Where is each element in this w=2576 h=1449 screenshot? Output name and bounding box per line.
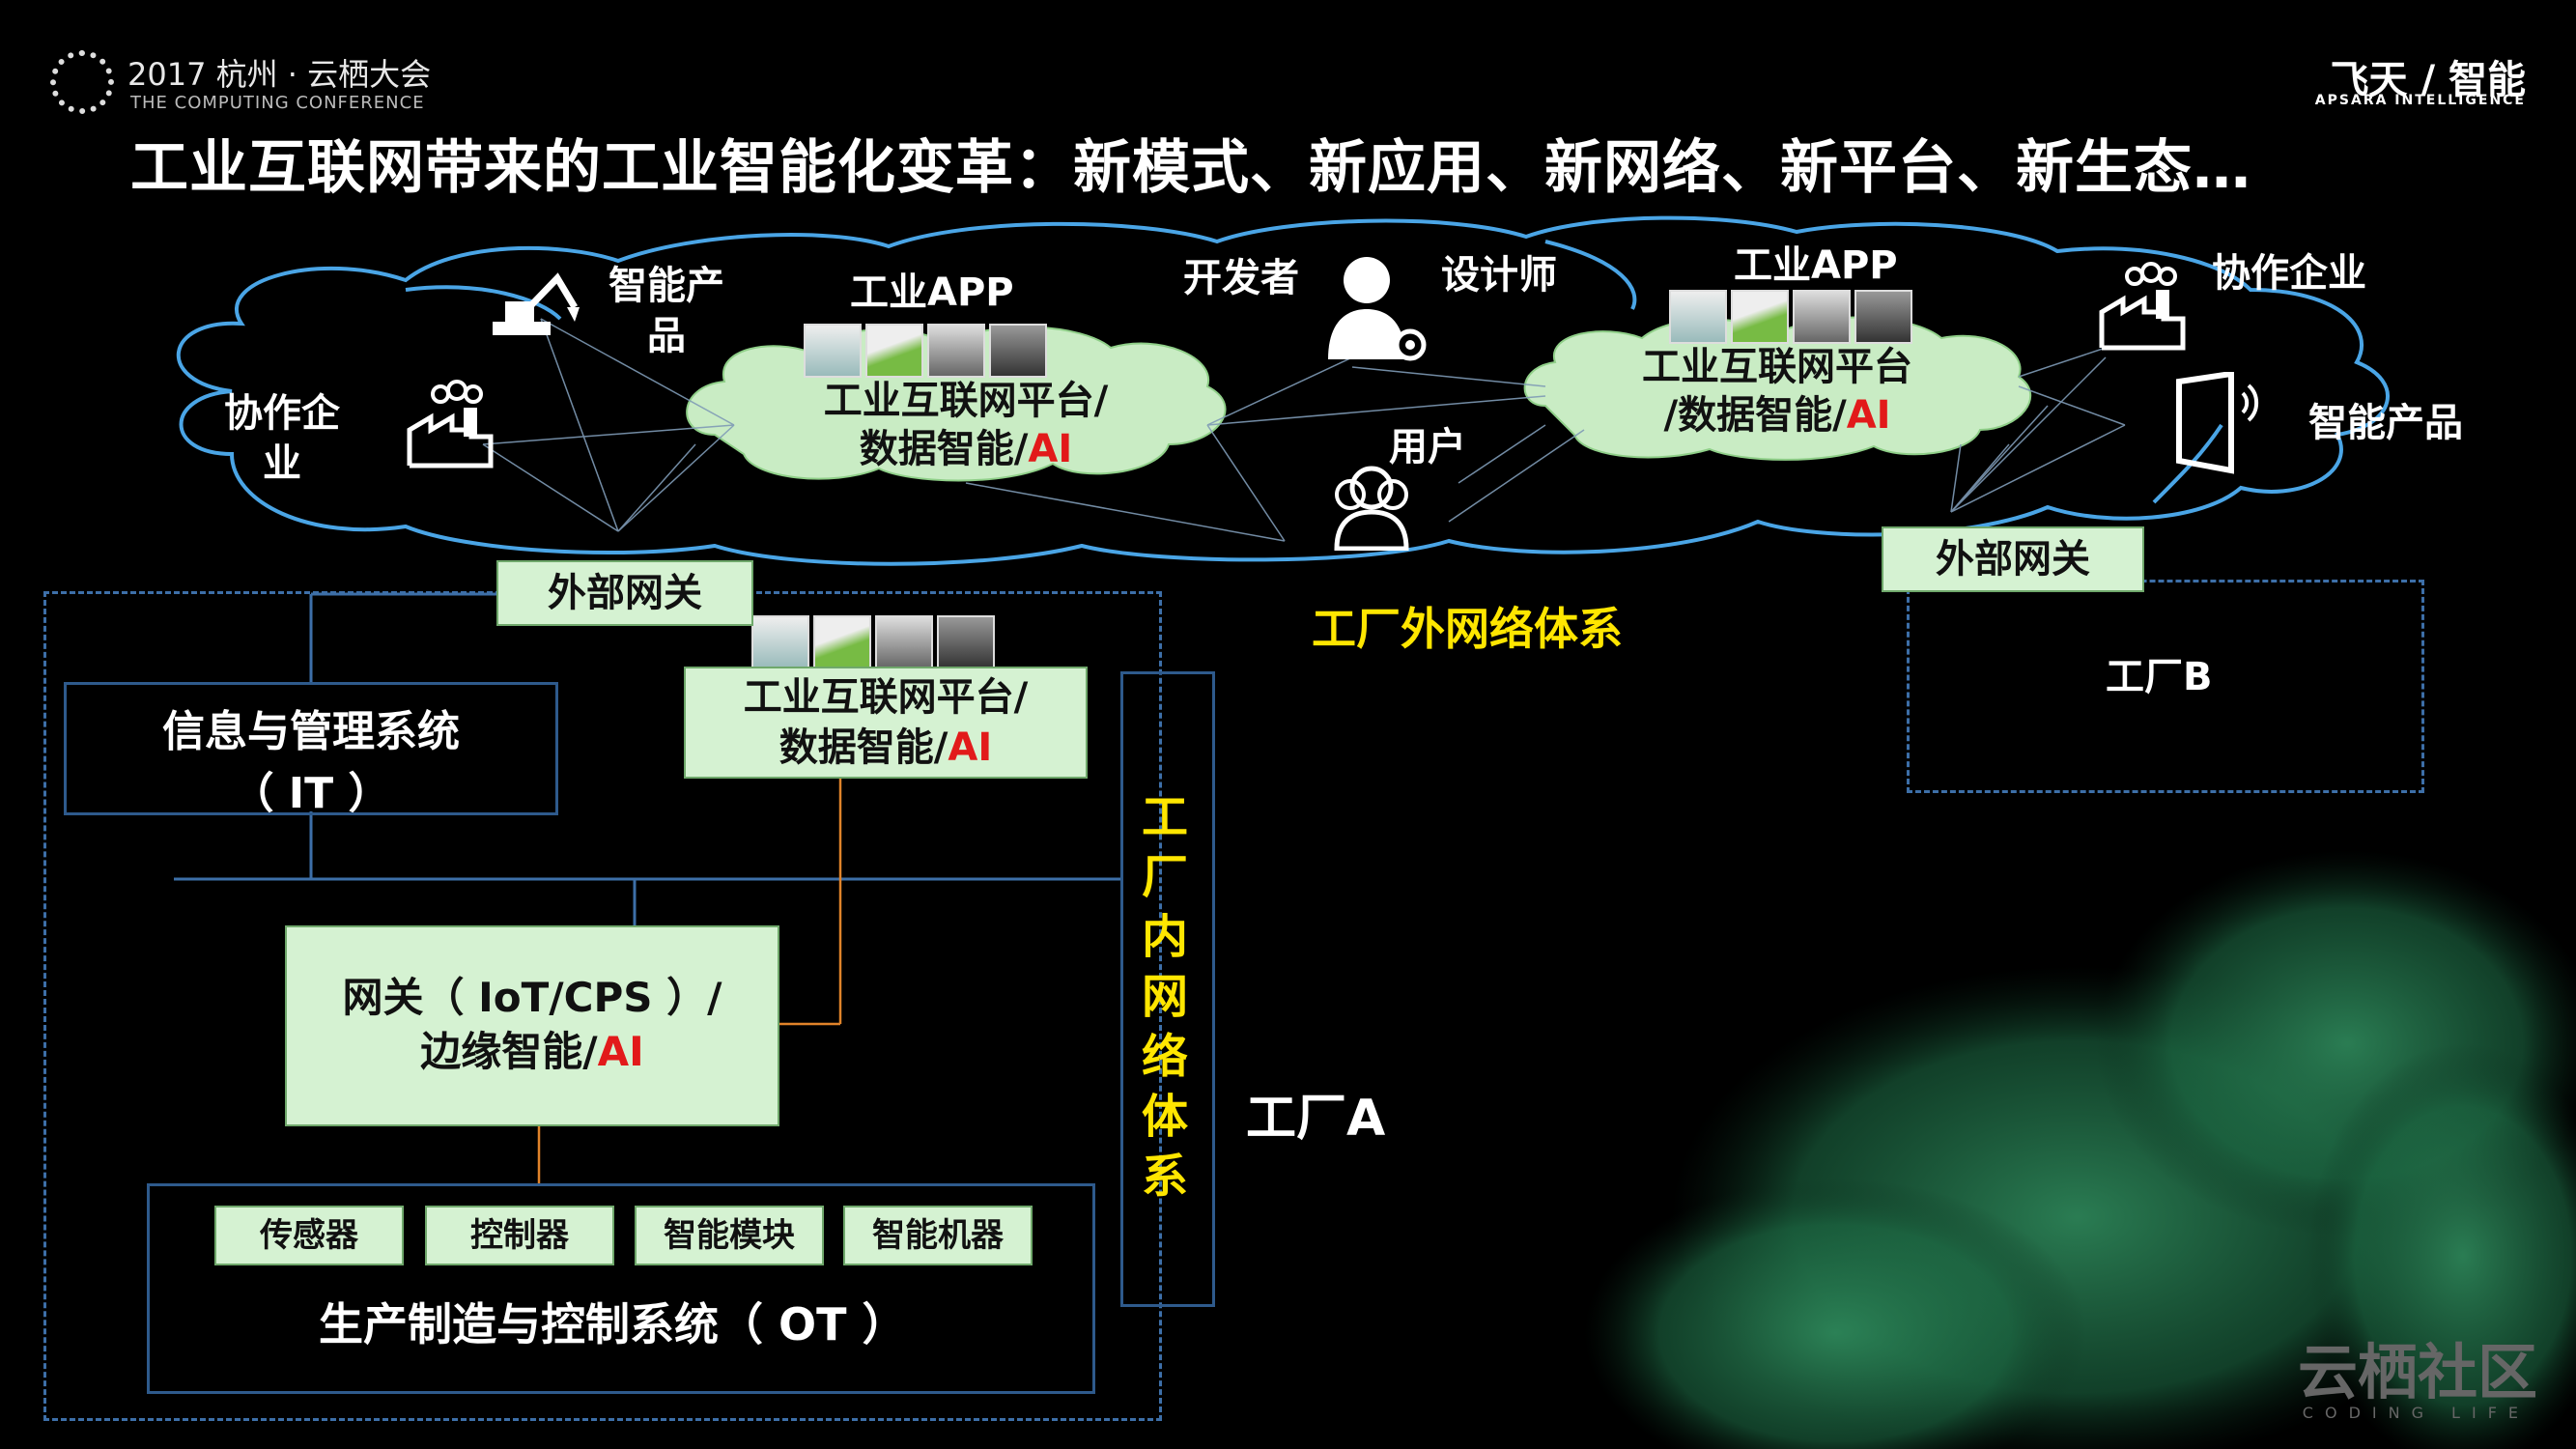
conference-subtitle: THE COMPUTING CONFERENCE bbox=[130, 93, 425, 113]
label-developer: 开发者 bbox=[1183, 256, 1299, 300]
developer-icon bbox=[1328, 257, 1427, 361]
app-thumb-icon bbox=[1854, 290, 1912, 344]
platform2-line2: /数据智能/AI bbox=[1545, 391, 2009, 440]
app-thumbnails-factory bbox=[751, 615, 995, 669]
app-thumb-icon bbox=[1669, 290, 1727, 344]
platform-cloud-right bbox=[1523, 316, 2032, 461]
app-thumb-icon bbox=[875, 615, 933, 669]
ot-item-smart-machine: 智能机器 bbox=[843, 1206, 1033, 1265]
smart-device-icon bbox=[2176, 372, 2259, 474]
label-designer: 设计师 bbox=[1441, 253, 1557, 298]
app-thumb-icon bbox=[989, 324, 1047, 378]
label-collab-right: 协作企业 bbox=[2212, 251, 2366, 296]
ot-item-sensor: 传感器 bbox=[214, 1206, 404, 1265]
brand-subtitle: APSARA INTELLIGENCE bbox=[2314, 93, 2526, 108]
platform-line2-text: 数据智能/ bbox=[859, 427, 1029, 471]
users-icon bbox=[1334, 466, 1409, 551]
watermark: 云栖社区 bbox=[2297, 1337, 2537, 1407]
cloud-connection-lines bbox=[482, 318, 2126, 542]
factory-platform-line2-text: 数据智能/ bbox=[778, 725, 948, 770]
factory-a-label: 工厂A bbox=[1246, 1090, 1386, 1148]
label-collab-left: 协作企业 bbox=[224, 391, 340, 486]
platform2-ai: AI bbox=[1846, 393, 1891, 438]
it-system-line2: （ IT ） bbox=[231, 769, 391, 818]
conference-logo-icon bbox=[50, 50, 114, 114]
ot-system-box bbox=[147, 1183, 1095, 1394]
app-thumbnails-right bbox=[1669, 290, 1912, 344]
platform2-line2-text: /数据智能/ bbox=[1663, 393, 1847, 438]
platform2-line1: 工业互联网平台 bbox=[1642, 345, 1912, 389]
label-smart-product-right: 智能产品 bbox=[2308, 401, 2463, 445]
gateway-left: 外部网关 bbox=[496, 560, 753, 626]
platform-label-right: 工业互联网平台 /数据智能/AI bbox=[1545, 343, 2009, 440]
factory-icon bbox=[407, 380, 494, 469]
edge-gateway-ai: AI bbox=[597, 1028, 644, 1075]
factory-icon-right bbox=[2099, 262, 2186, 351]
app-thumbnails-left bbox=[804, 324, 1047, 378]
platform-label-left: 工业互联网平台/ 数据智能/AI bbox=[734, 377, 1198, 473]
it-system-line1: 信息与管理系统 bbox=[162, 707, 460, 756]
ot-item-controller: 控制器 bbox=[425, 1206, 614, 1265]
factory-a-lines bbox=[174, 592, 1120, 925]
edge-gateway-line1: 网关（ IoT/CPS ）/ bbox=[342, 974, 722, 1021]
platform-line1: 工业互联网平台/ bbox=[823, 379, 1109, 423]
app-thumb-icon bbox=[927, 324, 985, 378]
factory-platform-ai: AI bbox=[948, 725, 993, 770]
label-app-right: 工业APP bbox=[1734, 243, 1898, 288]
app-thumb-icon bbox=[865, 324, 923, 378]
app-thumb-icon bbox=[1731, 290, 1789, 344]
factory-platform-line2: 数据智能/AI bbox=[686, 723, 1086, 773]
app-thumb-icon bbox=[937, 615, 995, 669]
factory-b-label: 工厂B bbox=[2106, 655, 2213, 699]
platform-ai: AI bbox=[1028, 427, 1073, 471]
brand-logo: 飞天 / 智能 bbox=[2330, 58, 2526, 102]
edge-gateway-line2-text: 边缘智能/ bbox=[420, 1028, 598, 1075]
gateway-right: 外部网关 bbox=[1882, 526, 2144, 592]
label-app-left: 工业APP bbox=[850, 270, 1014, 315]
ot-item-smart-module: 智能模块 bbox=[635, 1206, 824, 1265]
orange-links bbox=[537, 778, 842, 1183]
label-user: 用户 bbox=[1389, 425, 1466, 469]
external-network-label: 工厂外网络体系 bbox=[1312, 603, 1623, 655]
internal-network-box bbox=[1120, 671, 1215, 1307]
watermark-sub: CODING LIFE bbox=[2302, 1404, 2530, 1422]
edge-gateway-box: 网关（ IoT/CPS ）/ 边缘智能/AI bbox=[285, 925, 779, 1126]
internal-network-label: 工厂内网络体系 bbox=[1141, 790, 1188, 1204]
edge-gateway-line2: 边缘智能/AI bbox=[287, 1025, 778, 1079]
app-thumb-icon bbox=[1793, 290, 1851, 344]
platform-line2: 数据智能/AI bbox=[734, 425, 1198, 473]
factory-platform-line1: 工业互联网平台/ bbox=[743, 675, 1029, 720]
label-smart-product-top: 智能产品 bbox=[609, 264, 724, 358]
tree-canopy-decoration bbox=[1584, 850, 2576, 1449]
slide-title: 工业互联网带来的工业智能化变革：新模式、新应用、新网络、新平台、新生态… bbox=[130, 134, 2251, 202]
factory-platform-box: 工业互联网平台/ 数据智能/AI bbox=[684, 667, 1088, 779]
app-thumb-icon bbox=[804, 324, 862, 378]
ot-system-label: 生产制造与控制系统（ OT ） bbox=[319, 1298, 907, 1350]
factory-b-container bbox=[1907, 580, 2424, 793]
it-system-box: 信息与管理系统 （ IT ） bbox=[64, 682, 558, 818]
conference-name: 2017 杭州 · 云栖大会 bbox=[127, 56, 432, 93]
excavator-icon bbox=[493, 272, 580, 335]
